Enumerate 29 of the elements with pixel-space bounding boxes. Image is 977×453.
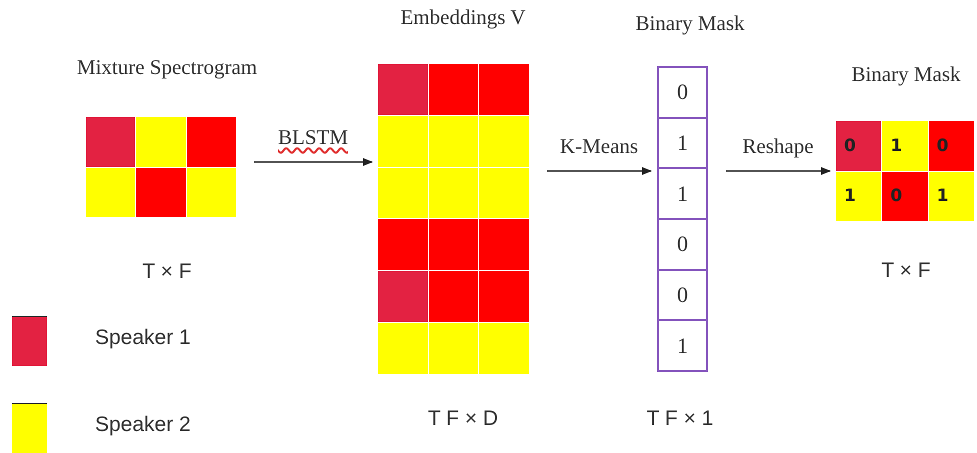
spectrogram-grid — [378, 64, 529, 374]
dimension-label: T F × D — [428, 407, 498, 431]
mask-cell: 0 — [659, 220, 706, 271]
mask-cell: 1 — [882, 121, 928, 170]
mask-cell: 1 — [659, 321, 706, 370]
mask-cell: 1 — [836, 172, 882, 221]
heading: Binary Mask — [851, 62, 961, 87]
legend-label: Speaker 2 — [95, 413, 191, 437]
mask-grid — [836, 121, 974, 221]
spectrogram-grid — [86, 117, 236, 217]
arrow — [254, 158, 373, 166]
dimension-label: T × F — [142, 260, 192, 284]
mask-cell: 1 — [659, 118, 706, 170]
mask-cell: 0 — [659, 270, 706, 322]
mask-cell: 0 — [836, 121, 882, 170]
arrow — [547, 167, 652, 175]
mask-cell: 0 — [928, 121, 974, 170]
dimension-label: T × F — [881, 259, 931, 283]
mask-cell: 1 — [659, 169, 706, 220]
mask-cell: 1 — [928, 172, 974, 221]
heading: Mixture Spectrogram — [76, 55, 258, 80]
heading: Embeddings V — [400, 5, 526, 30]
mask-cell: 0 — [882, 172, 928, 221]
legend-label: Speaker 1 — [95, 326, 191, 350]
mask-vector — [657, 66, 708, 372]
dimension-label: T F × 1 — [646, 407, 714, 431]
arrow — [726, 167, 831, 175]
heading: Binary Mask — [635, 11, 745, 36]
mask-cell: 0 — [659, 68, 706, 119]
